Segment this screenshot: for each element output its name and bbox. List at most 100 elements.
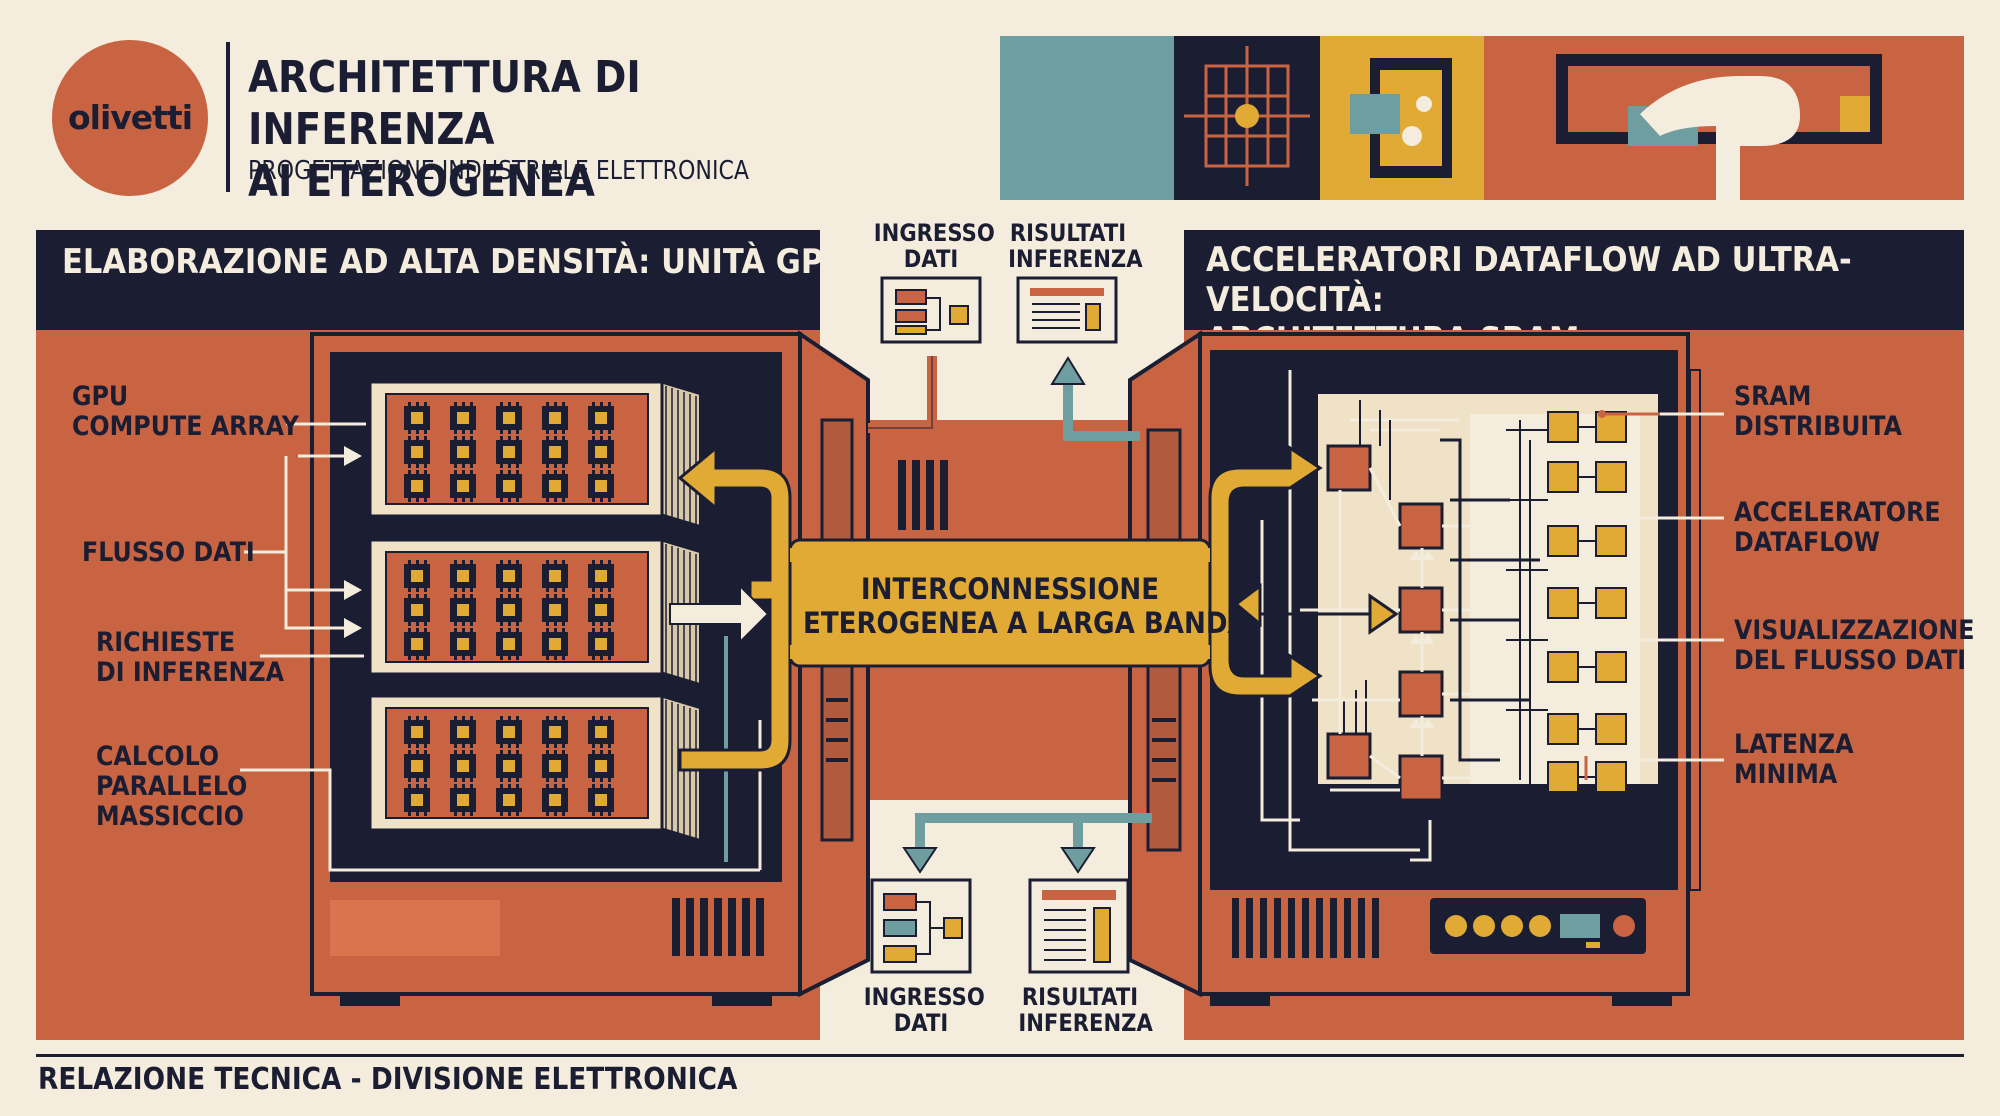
label-richieste-inferenza: RICHIESTE DI INFERENZA <box>96 628 284 688</box>
bottom-output-label: RISULTATI INFERENZA <box>1018 983 1152 1036</box>
gpu-chip-icon <box>450 436 476 468</box>
label-visualizzazione-flusso: VISUALIZZAZIONE DEL FLUSSO DATI <box>1734 616 1975 676</box>
bottom-input-label-line2: DATI <box>893 1009 949 1037</box>
label-sram-distribuita: SRAM DISTRIBUITA <box>1734 382 1902 442</box>
sram-block-icon <box>1595 461 1627 493</box>
gpu-chip-icon <box>542 470 568 502</box>
sram-leader-lines <box>1640 412 1724 762</box>
label-acceleratore-dataflow: ACCELERATORE DATAFLOW <box>1734 498 1941 558</box>
label-sram-line1: SRAM <box>1734 381 1812 412</box>
gpu-chip-icon <box>542 750 568 782</box>
label-calcolo-line1: CALCOLO <box>96 741 220 772</box>
top-io-flow <box>868 276 1140 441</box>
page-title-line2: AI ETEROGENEA <box>248 156 595 207</box>
gpu-chip-icon <box>450 716 476 748</box>
sram-block-icon <box>1547 761 1579 793</box>
gpu-chip-icon <box>404 560 430 592</box>
label-acceleratore-line1: ACCELERATORE <box>1734 497 1941 528</box>
gpu-chip-icon <box>496 628 522 660</box>
gpu-chip-icon <box>450 628 476 660</box>
gpu-chip-icon <box>496 470 522 502</box>
sram-block-icon <box>1547 587 1579 619</box>
gpu-chip-icon <box>450 784 476 816</box>
sram-block-icon <box>1595 651 1627 683</box>
gpu-chip-icon <box>542 402 568 434</box>
gpu-chip-icon <box>404 470 430 502</box>
interconnect-label-line1: INTERCONNESSIONE <box>860 572 1160 606</box>
interconnect-label-line2: ETEROGENEA A LARGA BANDA <box>803 606 1248 640</box>
sram-block-icon <box>1547 461 1579 493</box>
footer-text: RELAZIONE TECNICA - DIVISIONE ELETTRONIC… <box>38 1062 738 1097</box>
footer-divider <box>36 1054 1964 1057</box>
gpu-chip-icon <box>588 594 614 626</box>
gpu-panel-title: ELABORAZIONE AD ALTA DENSITÀ: UNITÀ GPU <box>62 242 849 282</box>
bottom-output-label-line1: RISULTATI <box>1021 983 1139 1011</box>
gpu-chip-icon <box>404 402 430 434</box>
gpu-chip-icon <box>588 628 614 660</box>
gpu-chip-icon <box>588 784 614 816</box>
label-gpu-compute-array: GPU COMPUTE ARRAY <box>72 382 299 442</box>
gpu-chip-icon <box>588 716 614 748</box>
page-subtitle: PROGETTAZIONE INDUSTRIALE ELETTRONICA <box>248 156 750 186</box>
bottom-input-label-line1: INGRESSO <box>863 983 985 1011</box>
label-flusso-dati-line1: FLUSSO DATI <box>82 537 255 568</box>
gpu-chip-icon <box>588 560 614 592</box>
label-acceleratore-line2: DATAFLOW <box>1734 527 1880 558</box>
label-latenza-minima: LATENZA MINIMA <box>1734 730 1854 790</box>
gpu-chip-icon <box>496 560 522 592</box>
gpu-chip-icon <box>450 402 476 434</box>
sram-block-icon <box>1547 525 1579 557</box>
sram-block-icon <box>1595 587 1627 619</box>
gpu-chip-icon <box>404 594 430 626</box>
label-richieste-line1: RICHIESTE <box>96 627 236 658</box>
label-calcolo-line2: PARALLELO <box>96 771 248 802</box>
gpu-compute-array <box>368 380 701 842</box>
dataflow-node <box>1326 732 1372 780</box>
title-divider <box>226 42 230 192</box>
gpu-chip-icon <box>450 560 476 592</box>
gpu-server-block <box>368 538 701 686</box>
label-visualizzazione-line1: VISUALIZZAZIONE <box>1734 615 1975 646</box>
sram-block-icon <box>1547 651 1579 683</box>
gpu-server-block <box>368 694 701 842</box>
top-output-label-line1: RISULTATI <box>1009 219 1127 247</box>
gpu-chip-icon <box>404 716 430 748</box>
label-richieste-line2: DI INFERENZA <box>96 657 285 688</box>
gpu-panel-header <box>36 230 820 330</box>
sram-board <box>1260 370 1660 862</box>
gpu-chip-icon <box>542 628 568 660</box>
gpu-chip-icon <box>450 470 476 502</box>
dataflow-node <box>1326 444 1372 492</box>
top-output-label-line2: INFERENZA <box>1008 245 1143 273</box>
gpu-chip-icon <box>588 470 614 502</box>
gpu-chip-icon <box>496 436 522 468</box>
label-sram-line2: DISTRIBUITA <box>1734 411 1903 442</box>
gpu-chip-icon <box>542 716 568 748</box>
label-latenza-line2: MINIMA <box>1734 759 1838 790</box>
gpu-chip-icon <box>542 560 568 592</box>
bottom-io-flow <box>870 813 1152 974</box>
gpu-chip-icon <box>588 436 614 468</box>
sram-panel-title-line1: ACCELERATORI DATAFLOW AD ULTRA-VELOCITÀ: <box>1206 240 1852 320</box>
gpu-chip-icon <box>450 594 476 626</box>
header-graphic <box>1000 36 1964 200</box>
label-gpu-compute-array-line1: GPU <box>72 381 129 412</box>
gpu-chip-icon <box>404 628 430 660</box>
page-title: ARCHITETTURA DI INFERENZA AI ETEROGENEA <box>248 52 811 208</box>
dataflow-node <box>1398 670 1444 718</box>
label-flusso-dati: FLUSSO DATI <box>82 538 255 568</box>
sram-block-icon <box>1547 411 1579 443</box>
dataflow-node <box>1398 586 1444 634</box>
gpu-chip-icon <box>404 750 430 782</box>
label-visualizzazione-line2: DEL FLUSSO DATI <box>1734 645 1967 676</box>
dataflow-node <box>1398 502 1444 550</box>
gpu-chip-icon <box>496 402 522 434</box>
bottom-input-label: INGRESSO DATI <box>863 983 985 1037</box>
interconnect-bus <box>669 444 1399 772</box>
sram-block-icon <box>1595 761 1627 793</box>
gpu-chip-icon <box>496 594 522 626</box>
top-input-label: INGRESSO DATI <box>874 220 995 272</box>
gpu-server-block <box>368 380 701 528</box>
gpu-chip-icon <box>588 750 614 782</box>
